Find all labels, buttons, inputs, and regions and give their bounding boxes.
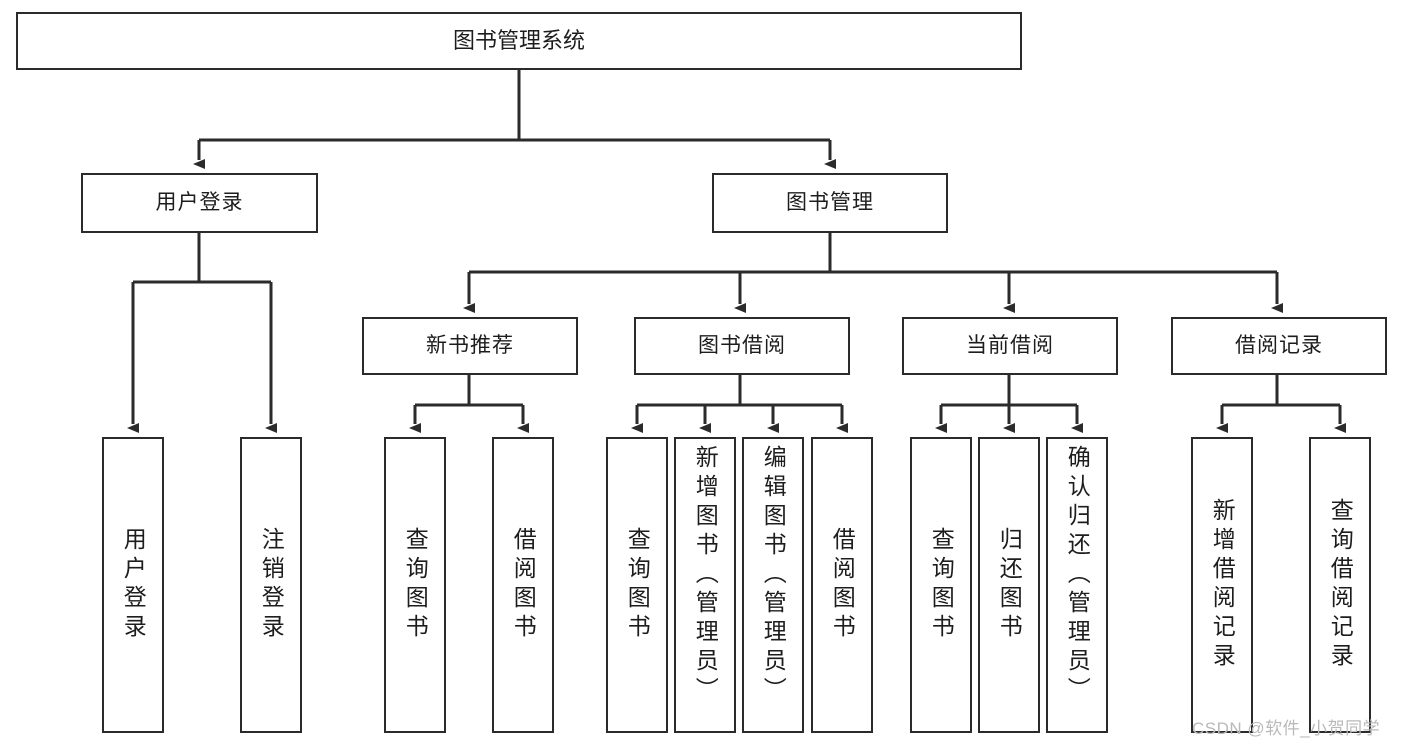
node-current-borrow-label: 当前借阅 bbox=[966, 333, 1054, 357]
leaf-query-book-3-label: 查询图书 bbox=[928, 527, 955, 643]
leaf-add-book-label: 新增图书（管理员） bbox=[692, 445, 719, 706]
leaf-edit-book[interactable]: 编辑图书（管理员） bbox=[742, 437, 804, 733]
leaf-return-book-label: 归还图书 bbox=[996, 527, 1023, 643]
leaf-query-book-1-label: 查询图书 bbox=[402, 527, 429, 643]
node-book-borrow-label: 图书借阅 bbox=[698, 333, 786, 357]
node-user-login-label: 用户登录 bbox=[155, 190, 244, 214]
node-new-book-recommend-label: 新书推荐 bbox=[426, 333, 514, 357]
leaf-user-login[interactable]: 用户登录 bbox=[102, 437, 164, 733]
leaf-borrow-book-1-label: 借阅图书 bbox=[510, 527, 537, 643]
leaf-add-book[interactable]: 新增图书（管理员） bbox=[674, 437, 736, 733]
node-new-book-recommend[interactable]: 新书推荐 bbox=[362, 317, 578, 375]
node-user-login[interactable]: 用户登录 bbox=[81, 173, 318, 233]
leaf-query-record-label: 查询借阅记录 bbox=[1327, 498, 1354, 672]
leaf-borrow-book-2[interactable]: 借阅图书 bbox=[811, 437, 873, 733]
leaf-query-book-2-label: 查询图书 bbox=[624, 527, 651, 643]
leaf-confirm-return[interactable]: 确认归还（管理员） bbox=[1046, 437, 1108, 733]
node-current-borrow[interactable]: 当前借阅 bbox=[902, 317, 1118, 375]
leaf-logout-label: 注销登录 bbox=[258, 527, 285, 643]
node-root-label: 图书管理系统 bbox=[452, 28, 585, 54]
leaf-add-record-label: 新增借阅记录 bbox=[1209, 498, 1236, 672]
leaf-borrow-book-1[interactable]: 借阅图书 bbox=[492, 437, 554, 733]
leaf-query-book-2[interactable]: 查询图书 bbox=[606, 437, 668, 733]
leaf-add-record[interactable]: 新增借阅记录 bbox=[1191, 437, 1253, 733]
node-book-manage[interactable]: 图书管理 bbox=[712, 173, 948, 233]
node-book-manage-label: 图书管理 bbox=[786, 190, 874, 214]
leaf-query-record[interactable]: 查询借阅记录 bbox=[1309, 437, 1371, 733]
node-root[interactable]: 图书管理系统 bbox=[16, 12, 1022, 70]
leaf-user-login-label: 用户登录 bbox=[120, 527, 147, 643]
node-borrow-record[interactable]: 借阅记录 bbox=[1171, 317, 1387, 375]
leaf-query-book-1[interactable]: 查询图书 bbox=[384, 437, 446, 733]
leaf-edit-book-label: 编辑图书（管理员） bbox=[760, 445, 787, 706]
node-book-borrow[interactable]: 图书借阅 bbox=[634, 317, 850, 375]
leaf-return-book[interactable]: 归还图书 bbox=[978, 437, 1040, 733]
leaf-logout[interactable]: 注销登录 bbox=[240, 437, 302, 733]
leaf-borrow-book-2-label: 借阅图书 bbox=[829, 527, 856, 643]
leaf-query-book-3[interactable]: 查询图书 bbox=[910, 437, 972, 733]
csdn-watermark: CSDN @软件_小贺同学 bbox=[1192, 719, 1381, 738]
leaf-confirm-return-label: 确认归还（管理员） bbox=[1064, 445, 1091, 706]
node-borrow-record-label: 借阅记录 bbox=[1235, 333, 1323, 357]
